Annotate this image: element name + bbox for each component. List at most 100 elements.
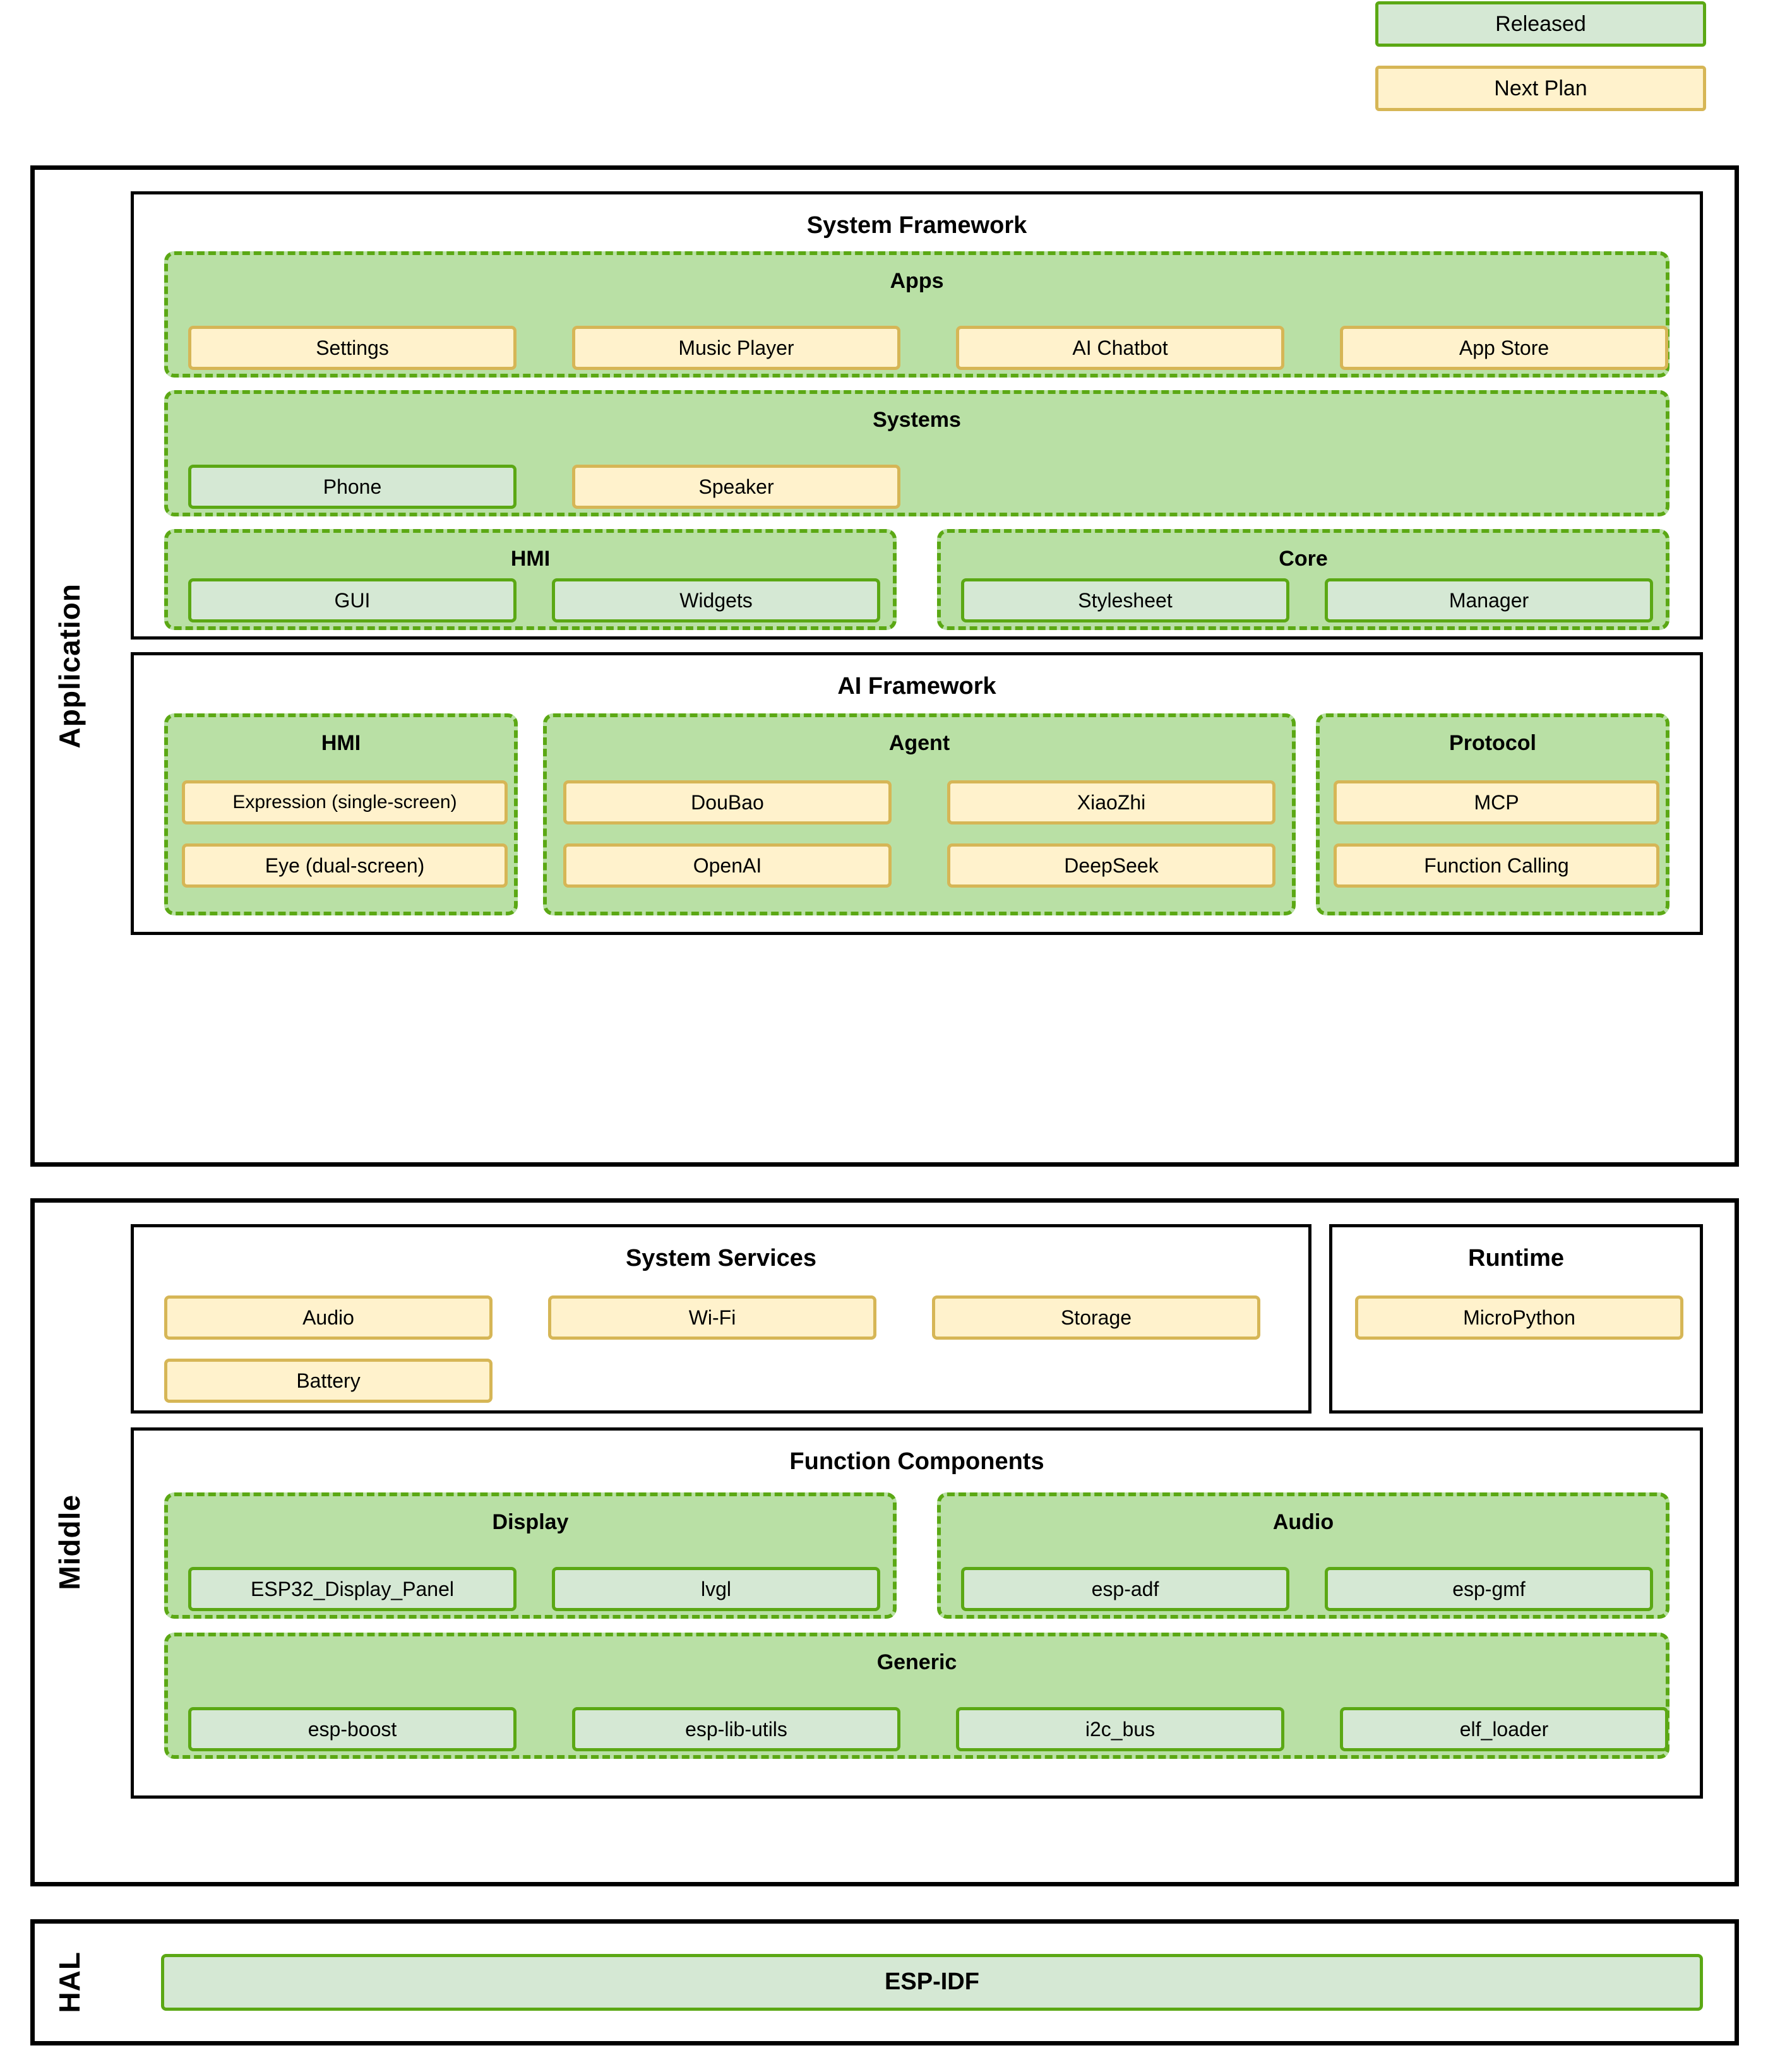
item-settings-label: Settings [316,336,389,359]
item-openai-label: OpenAI [693,854,762,877]
item-speaker[interactable]: Speaker [572,465,900,509]
item-esp-boost-label: esp-boost [308,1717,397,1741]
item-lvgl[interactable]: lvgl [552,1567,880,1611]
item-manager-label: Manager [1448,588,1529,612]
group-display-title: Display [492,1510,569,1534]
item-manager[interactable]: Manager [1325,578,1653,622]
group-hmi-ai-title: HMI [321,731,361,755]
group-core-title: Core [1279,547,1328,571]
item-micropython-label: MicroPython [1463,1306,1575,1329]
item-phone-label: Phone [323,475,382,498]
item-music-player[interactable]: Music Player [572,326,900,370]
panel-function-components: Function Components Display ESP32_Displa… [131,1427,1703,1799]
item-storage-service-label: Storage [1060,1306,1132,1329]
item-esp-adf[interactable]: esp-adf [961,1567,1289,1611]
item-deepseek[interactable]: DeepSeek [947,843,1275,888]
item-audio-service[interactable]: Audio [164,1295,493,1340]
panel-system-framework: System Framework Apps Settings Music Pla… [131,191,1703,640]
item-esp32-display-panel-label: ESP32_Display_Panel [251,1577,454,1600]
layer-middle-label-text: Middle [53,1494,86,1590]
panel-ai-framework: AI Framework HMI Expression (single-scre… [131,652,1703,935]
layer-application-label: Application [35,170,104,1162]
group-audio-title: Audio [1272,1510,1334,1534]
item-widgets[interactable]: Widgets [552,578,880,622]
item-battery-service[interactable]: Battery [164,1359,493,1403]
item-battery-service-label: Battery [296,1369,361,1392]
item-phone[interactable]: Phone [188,465,517,509]
item-stylesheet-label: Stylesheet [1078,588,1173,612]
group-systems: Systems Phone Speaker [164,390,1669,516]
item-doubao-label: DouBao [691,790,764,814]
item-expression-single-screen-label: Expression (single-screen) [232,791,457,813]
panel-runtime: Runtime MicroPython [1329,1224,1703,1414]
group-apps-title: Apps [890,269,944,293]
item-expression-single-screen[interactable]: Expression (single-screen) [182,780,508,825]
group-generic-title: Generic [876,1650,957,1674]
panel-system-framework-title: System Framework [806,212,1027,239]
group-protocol: Protocol MCP Function Calling [1316,713,1669,915]
item-gui[interactable]: GUI [188,578,517,622]
item-storage-service[interactable]: Storage [932,1295,1260,1340]
item-elf-loader-label: elf_loader [1459,1717,1549,1741]
item-app-store[interactable]: App Store [1340,326,1668,370]
item-audio-service-label: Audio [302,1306,354,1329]
item-wifi-service[interactable]: Wi-Fi [548,1295,876,1340]
item-stylesheet[interactable]: Stylesheet [961,578,1289,622]
item-eye-dual-screen[interactable]: Eye (dual-screen) [182,843,508,888]
item-function-calling[interactable]: Function Calling [1334,843,1659,888]
legend: Released Next Plan [1375,1,1706,111]
item-esp-lib-utils[interactable]: esp-lib-utils [572,1707,900,1751]
panel-ai-framework-title: AI Framework [837,673,996,700]
item-micropython[interactable]: MicroPython [1355,1295,1683,1340]
legend-next-plan-chip: Next Plan [1375,66,1706,111]
item-i2c-bus-label: i2c_bus [1085,1717,1156,1741]
group-display: Display ESP32_Display_Panel lvgl [164,1492,897,1619]
group-hmi-system-title: HMI [510,547,551,571]
item-lvgl-label: lvgl [700,1577,731,1600]
layer-middle-label: Middle [35,1203,104,1882]
group-agent: Agent DouBao XiaoZhi OpenAI DeepSeek [543,713,1296,915]
item-ai-chatbot[interactable]: AI Chatbot [956,326,1284,370]
group-generic: Generic esp-boost esp-lib-utils i2c_bus … [164,1633,1669,1759]
panel-system-services: System Services Audio Wi-Fi Storage Batt… [131,1224,1311,1414]
item-esp-gmf-label: esp-gmf [1452,1577,1526,1600]
item-deepseek-label: DeepSeek [1064,854,1159,877]
group-protocol-title: Protocol [1449,731,1536,755]
layer-application: Application System Framework Apps Settin… [30,165,1739,1167]
item-settings[interactable]: Settings [188,326,517,370]
item-elf-loader[interactable]: elf_loader [1340,1707,1668,1751]
group-systems-title: Systems [873,408,961,432]
item-esp-idf[interactable]: ESP-IDF [161,1954,1703,2011]
layer-hal-label-text: HAL [53,1951,86,2013]
item-esp32-display-panel[interactable]: ESP32_Display_Panel [188,1567,517,1611]
group-audio: Audio esp-adf esp-gmf [937,1492,1669,1619]
legend-next-plan-label: Next Plan [1494,76,1587,100]
legend-released-chip: Released [1375,1,1706,47]
item-doubao[interactable]: DouBao [563,780,892,825]
layer-hal: HAL ESP-IDF [30,1919,1739,2045]
item-esp-lib-utils-label: esp-lib-utils [685,1717,787,1741]
item-gui-label: GUI [334,588,371,612]
item-wifi-service-label: Wi-Fi [688,1306,736,1329]
item-esp-adf-label: esp-adf [1091,1577,1159,1600]
layer-application-label-text: Application [53,583,86,749]
item-openai[interactable]: OpenAI [563,843,892,888]
item-ai-chatbot-label: AI Chatbot [1072,336,1168,359]
group-core: Core Stylesheet Manager [937,529,1669,630]
group-hmi-ai: HMI Expression (single-screen) Eye (dual… [164,713,518,915]
item-xiaozhi[interactable]: XiaoZhi [947,780,1275,825]
item-esp-gmf[interactable]: esp-gmf [1325,1567,1653,1611]
panel-system-services-title: System Services [625,1245,817,1271]
item-music-player-label: Music Player [678,336,794,359]
group-agent-title: Agent [888,731,950,755]
item-xiaozhi-label: XiaoZhi [1077,790,1146,814]
item-esp-boost[interactable]: esp-boost [188,1707,517,1751]
item-widgets-label: Widgets [679,588,753,612]
layer-hal-label: HAL [35,1924,104,2041]
item-app-store-label: App Store [1459,336,1550,359]
item-i2c-bus[interactable]: i2c_bus [956,1707,1284,1751]
item-mcp[interactable]: MCP [1334,780,1659,825]
legend-released-label: Released [1495,11,1586,36]
group-hmi-system: HMI GUI Widgets [164,529,897,630]
item-speaker-label: Speaker [698,475,774,498]
